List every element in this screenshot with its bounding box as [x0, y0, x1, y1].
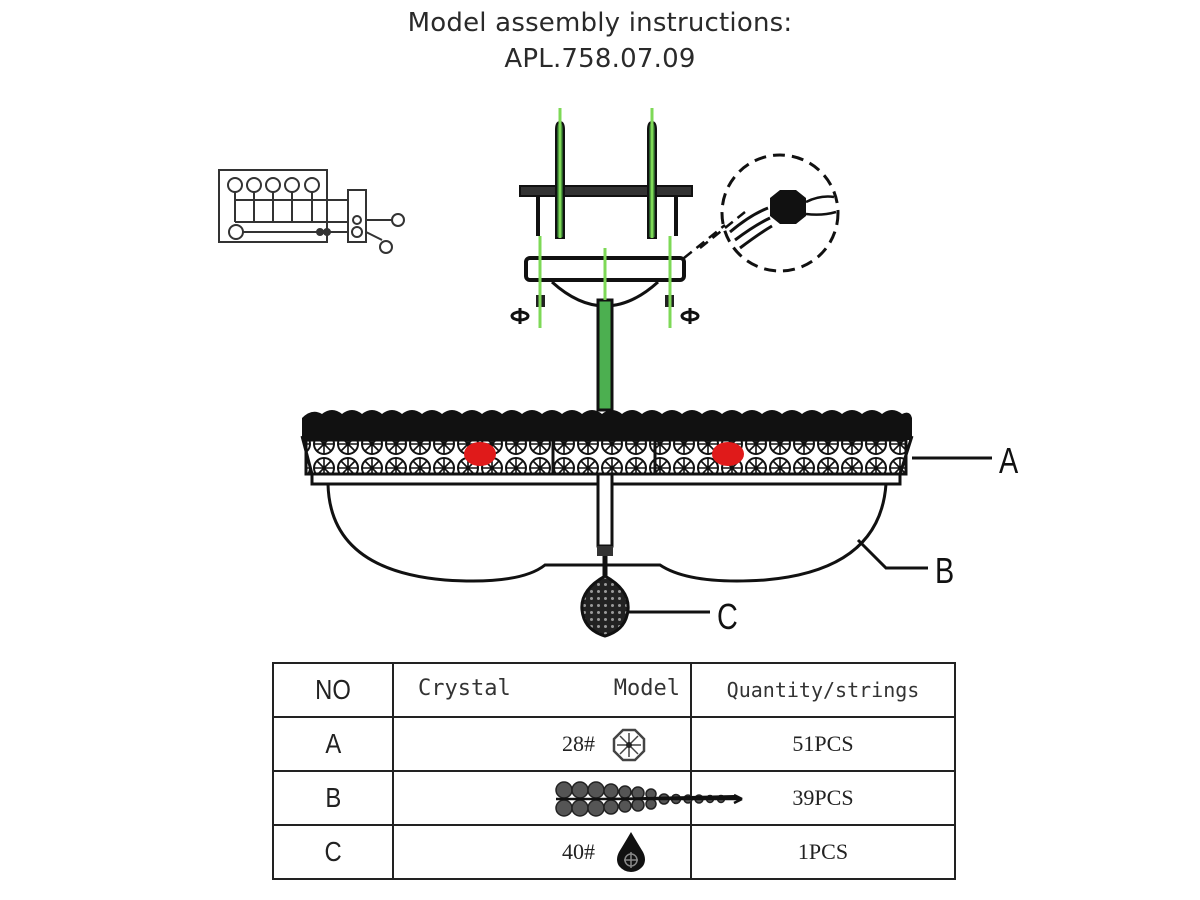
row-quantity: 1PCS: [690, 824, 956, 880]
table-header-row: NO Crystal Model Quantity/strings: [272, 662, 956, 718]
nut-icon: [510, 308, 700, 324]
terminal-connector-icon: [770, 190, 806, 224]
terminal-block-icon: [227, 177, 348, 223]
model-code: 28#: [562, 731, 595, 756]
row-model: 28#: [392, 716, 692, 772]
callout-label-b: B: [935, 550, 955, 591]
row-no: C: [272, 824, 394, 880]
header-no: NO: [272, 662, 394, 718]
header-quantity: Quantity/strings: [690, 662, 956, 718]
lamp-bulb-icon: [464, 442, 496, 466]
teardrop-crystal-icon: [617, 832, 645, 872]
mounting-bracket: [519, 120, 693, 239]
finial-cap: [597, 546, 613, 556]
row-model: 40#: [392, 824, 692, 880]
header-crystal-model: Crystal Model: [392, 662, 692, 718]
table-row: B 39PCS: [272, 770, 956, 826]
row-quantity: 51PCS: [690, 716, 956, 772]
crystal-ball-c: [580, 574, 710, 638]
crystal-ring-a: [300, 410, 992, 486]
glass-bowl-b: [326, 483, 928, 583]
wall-anchor-icon: [555, 120, 657, 239]
downrod: [596, 298, 614, 412]
assembly-drawing: [218, 108, 992, 638]
row-model: [392, 770, 743, 826]
row-no: B: [272, 770, 394, 826]
row-no: A: [272, 716, 394, 772]
crystal-bead-string-icon: [555, 781, 743, 817]
header-crystal: Crystal: [418, 676, 511, 701]
document-title: Model assembly instructions:: [407, 8, 793, 38]
parts-table: NO Crystal Model Quantity/strings A 28# …: [272, 662, 956, 880]
table-row: A 28# 51PCS: [272, 716, 956, 772]
assembly-guide-lines: [538, 108, 672, 328]
header-model: Model: [613, 676, 680, 701]
model-number: APL.758.07.09: [504, 44, 696, 74]
octagon-crystal-icon: [612, 728, 646, 762]
callout-label-c: C: [717, 596, 738, 637]
model-code: 40#: [562, 839, 595, 864]
table-row: C 40# 1PCS: [272, 824, 956, 880]
ground-terminal-icon: [228, 224, 244, 240]
center-rod: [596, 472, 614, 548]
wiring-schematic: [218, 169, 405, 254]
wire-connector-detail: [683, 153, 840, 273]
callout-label-a: A: [999, 440, 1019, 481]
lamp-bulb-icon: [712, 442, 744, 466]
